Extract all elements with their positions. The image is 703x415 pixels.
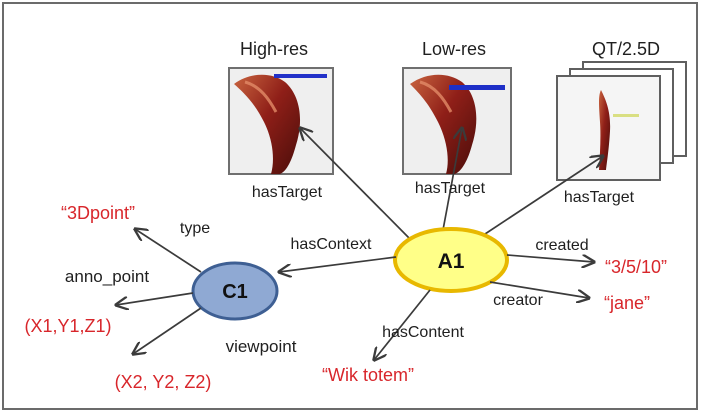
anno-point-edge <box>116 292 194 305</box>
type-label: type <box>180 220 210 237</box>
a1-node[interactable]: A1 <box>393 227 509 293</box>
created-value: “3/5/10” <box>605 257 667 277</box>
hasContent-label: hasContent <box>382 324 464 341</box>
type-value: “3Dpoint” <box>61 203 135 223</box>
creator-label: creator <box>493 292 543 309</box>
hasTarget-label-1: hasTarget <box>252 184 323 201</box>
hasTarget-edge-qt <box>481 156 603 237</box>
creator-edge <box>489 281 589 298</box>
hasTarget-edge-low-res <box>442 128 462 231</box>
hasTarget-label-2: hasTarget <box>415 180 486 197</box>
qt-title: QT/2.5D <box>592 39 660 59</box>
a1-label: A1 <box>438 250 465 273</box>
viewpoint-value: (X2, Y2, Z2) <box>115 372 212 392</box>
arm-image-high-res <box>234 74 327 174</box>
viewpoint-edge <box>133 307 202 354</box>
arm-image-qt <box>599 90 639 170</box>
high-res-title: High-res <box>240 39 308 59</box>
c1-ellipse <box>191 261 279 321</box>
type-edge <box>135 229 202 273</box>
hasContext-label: hasContext <box>291 236 372 253</box>
a1-ellipse <box>393 227 509 293</box>
created-edge <box>506 254 594 262</box>
hasContent-edge <box>374 289 431 360</box>
created-label: created <box>535 237 588 254</box>
content-value: “Wik totem” <box>322 365 414 385</box>
c1-label: C1 <box>222 281 248 303</box>
anno-point-value: (X1,Y1,Z1) <box>24 316 111 336</box>
hasTarget-label-3: hasTarget <box>564 189 635 206</box>
hasContext-edge <box>279 256 397 272</box>
arm-image-low-res <box>410 74 505 174</box>
c1-node[interactable]: C1 <box>191 261 279 321</box>
low-res-title: Low-res <box>422 39 486 59</box>
viewpoint-label: viewpoint <box>226 337 297 356</box>
high-res-thumbnail[interactable]: High-res <box>228 39 334 175</box>
hasTarget-edge-high-res <box>300 128 413 242</box>
qt-thumbnail-stack[interactable]: QT/2.5D <box>556 39 687 181</box>
anno-point-label: anno_point <box>65 267 149 286</box>
creator-value: “jane” <box>604 293 650 313</box>
